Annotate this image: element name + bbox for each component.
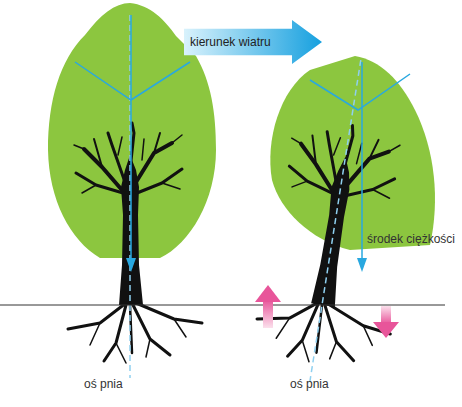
center-of-gravity-label: środek ciężkości bbox=[367, 232, 455, 246]
arrow-head bbox=[126, 258, 136, 272]
press-arrow bbox=[373, 306, 399, 338]
tilted-tree bbox=[248, 50, 432, 395]
force-lines bbox=[310, 74, 410, 110]
arrow-head bbox=[373, 322, 399, 338]
trunk-axis bbox=[309, 60, 360, 384]
trunk-axis-label: oś pnia bbox=[290, 377, 329, 391]
trunk-axis-label: oś pnia bbox=[84, 377, 123, 391]
ground-line bbox=[0, 305, 445, 306]
tree-canopy bbox=[270, 56, 435, 250]
arrow-shaft bbox=[263, 300, 273, 328]
arrow-shaft bbox=[381, 306, 391, 324]
gravity-arrow bbox=[130, 15, 132, 262]
wind-arrow-outline bbox=[184, 20, 322, 64]
tree-trunk bbox=[68, 123, 202, 363]
trunk-axis bbox=[129, 15, 131, 378]
uplift-arrow bbox=[255, 285, 281, 328]
gravity-arrow bbox=[361, 62, 363, 262]
arrow-label: kierunek wiatru bbox=[184, 20, 322, 64]
force-lines bbox=[75, 62, 190, 100]
wind-direction-arrow: kierunek wiatru bbox=[184, 20, 322, 64]
arrow-head bbox=[357, 258, 367, 272]
arrow-head bbox=[255, 285, 281, 302]
